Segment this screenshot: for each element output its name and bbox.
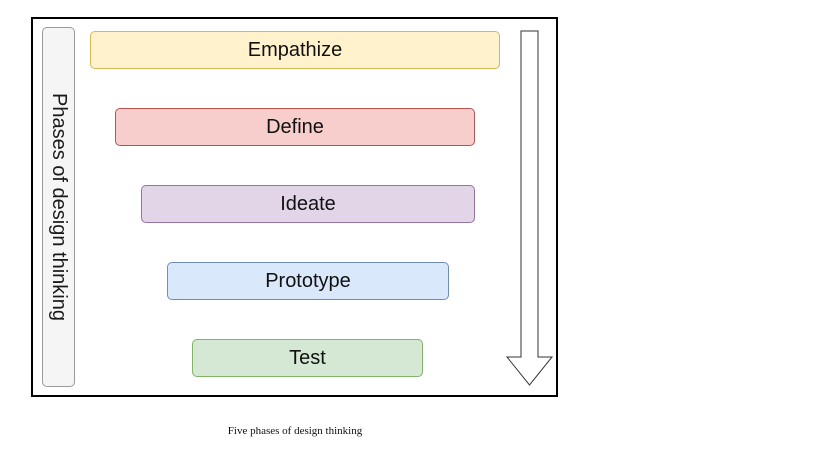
side-label: Phases of design thinking: [47, 93, 70, 321]
side-label-box: Phases of design thinking: [42, 27, 75, 387]
phase-define: Define: [115, 108, 475, 146]
phase-prototype: Prototype: [167, 262, 449, 300]
down-arrow-icon: [505, 30, 554, 386]
figure-caption: Five phases of design thinking: [227, 425, 363, 437]
phase-empathize: Empathize: [90, 31, 500, 69]
phase-test: Test: [192, 339, 423, 377]
phase-ideate: Ideate: [141, 185, 475, 223]
